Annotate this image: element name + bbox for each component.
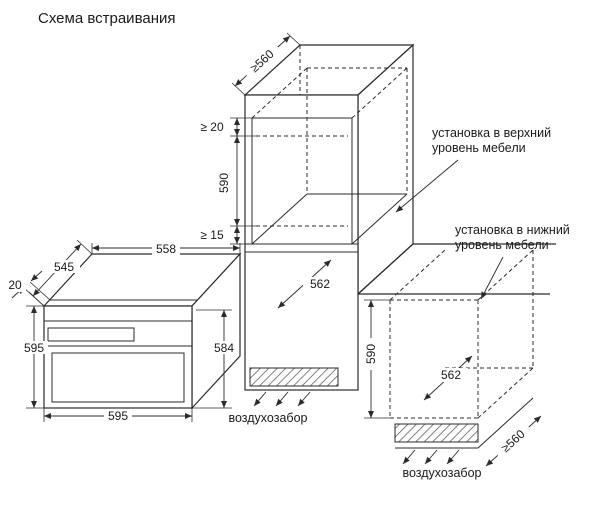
cabinet-front-face bbox=[244, 94, 359, 391]
oven-dimensions: 595 584 595 558 545 bbox=[4, 239, 241, 423]
dim-gap-bottom: ≥ 15 bbox=[200, 228, 224, 242]
air-intake-label-lower: воздухозабор bbox=[403, 466, 482, 480]
airflow-arrows-lower bbox=[402, 449, 460, 465]
dim-niche-height-upper: 590 bbox=[217, 173, 231, 193]
dim-oven-depth: 545 bbox=[54, 260, 74, 274]
dim-niche-depth-lower: 562 bbox=[441, 368, 461, 382]
note-upper-line1: установка в верхний bbox=[432, 126, 551, 140]
dim-niche-depth-upper: 562 bbox=[310, 277, 330, 291]
worktop bbox=[357, 243, 556, 295]
annotation-lower-level: установка в нижний уровень мебели bbox=[455, 223, 570, 300]
dim-gap-top: ≥ 20 bbox=[200, 120, 224, 134]
oven-front-face bbox=[43, 305, 193, 409]
note-upper-line2: уровень мебели bbox=[432, 141, 526, 155]
leader-arrow-upper bbox=[395, 159, 459, 213]
dim-oven-height-front: 595 bbox=[24, 341, 44, 355]
page-title: Схема встраивания bbox=[38, 10, 176, 27]
air-intake-label-upper: воздухозабор bbox=[229, 411, 308, 425]
dim-niche-height-lower: 590 bbox=[364, 344, 378, 364]
dim-oven-width-bottom: 595 bbox=[108, 409, 128, 423]
dim-oven-height-side: 584 bbox=[214, 341, 234, 355]
vent-grille-upper bbox=[249, 367, 339, 387]
oven-handle bbox=[47, 327, 135, 342]
vent-grille-lower bbox=[394, 423, 479, 443]
cabinet-drawing bbox=[243, 43, 415, 407]
leader-arrow-lower bbox=[480, 256, 504, 300]
note-lower-line2: уровень мебели bbox=[455, 238, 549, 252]
dim-oven-front-frame: 20 bbox=[8, 278, 22, 292]
oven-door-inner-panel bbox=[51, 352, 185, 403]
cabinet-dimensions: ≥ 20 590 ≥ 15 ≥560 562 bbox=[200, 32, 542, 467]
annotation-upper-level: установка в верхний уровень мебели bbox=[395, 126, 551, 213]
note-lower-line1: установка в нижний bbox=[455, 223, 570, 237]
upper-niche-interior bbox=[251, 67, 408, 245]
dim-oven-width-top: 558 bbox=[156, 242, 176, 256]
airflow-arrows-upper bbox=[253, 391, 311, 407]
oven-drawing bbox=[42, 252, 242, 410]
